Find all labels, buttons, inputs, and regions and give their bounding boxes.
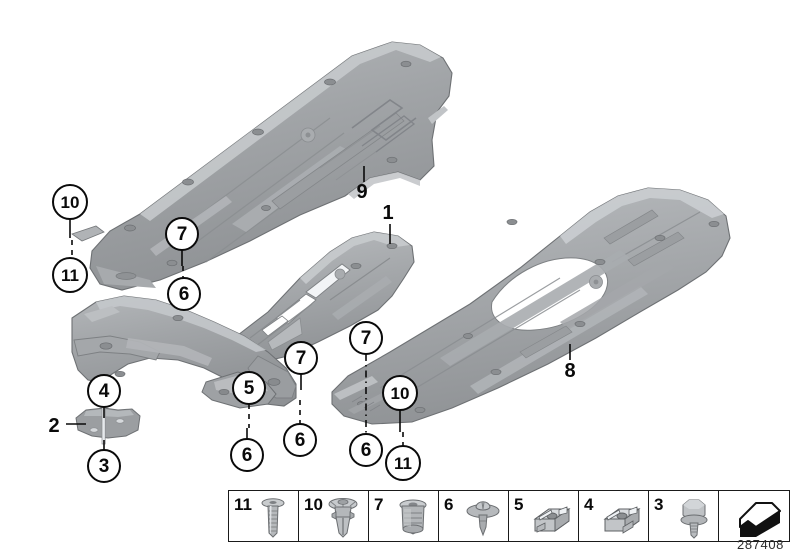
legend-item-arrow[interactable]: [719, 491, 789, 541]
callout-label: 4: [98, 380, 110, 402]
parts-legend-strip: 11 10: [228, 490, 790, 542]
part-9-left-mounting-tab: [71, 225, 105, 242]
callout-5[interactable]: 5: [232, 371, 266, 405]
diagram-image-id: 287408: [737, 537, 784, 552]
legend-item-5[interactable]: 5: [509, 491, 579, 541]
callout-label: 6: [294, 429, 306, 451]
legend-item-3[interactable]: 3: [649, 491, 719, 541]
callout-label: 9: [356, 181, 368, 203]
callout-label: 11: [61, 265, 79, 285]
callout-11-right[interactable]: 11: [385, 445, 421, 481]
callout-7-right[interactable]: 7: [349, 321, 383, 355]
legend-number: 10: [304, 495, 323, 514]
callout-7-mid[interactable]: 7: [284, 341, 318, 375]
legend-number: 7: [374, 495, 384, 514]
hex-flange-bolt-icon: [680, 499, 708, 539]
callout-label: 6: [241, 444, 253, 466]
callout-label: 7: [176, 223, 188, 245]
legend-item-11[interactable]: 11: [229, 491, 299, 541]
callout-label: 6: [178, 283, 190, 305]
callout-10-right[interactable]: 10: [382, 375, 418, 411]
callout-9[interactable]: 9: [356, 182, 367, 202]
callout-label: 10: [60, 192, 80, 212]
callout-6-upper[interactable]: 6: [167, 277, 201, 311]
callout-11-left[interactable]: 11: [52, 257, 88, 293]
callout-label: 6: [360, 439, 372, 461]
callout-label: 7: [360, 327, 372, 349]
legend-number: 6: [444, 495, 454, 514]
callout-label: 7: [295, 347, 307, 369]
expanding-rivet-clip-icon: [328, 498, 358, 538]
spring-nut-clip-icon: [603, 506, 641, 534]
legend-item-4[interactable]: 4: [579, 491, 649, 541]
legend-number: 3: [654, 495, 664, 514]
part-2-reinforcement-plate: [75, 403, 141, 445]
legend-item-7[interactable]: 7: [369, 491, 439, 541]
callout-6-mid-2[interactable]: 6: [283, 423, 317, 457]
callout-7-upper[interactable]: 7: [165, 217, 199, 251]
legend-item-6[interactable]: 6: [439, 491, 509, 541]
legend-number: 4: [584, 495, 594, 514]
callout-label: 3: [98, 455, 110, 477]
legend-item-10[interactable]: 10: [299, 491, 369, 541]
part-8-right-underfloor-panel: [331, 187, 731, 425]
callout-label: 10: [390, 383, 410, 403]
callout-label: 2: [48, 415, 60, 437]
callout-label: 8: [564, 360, 576, 382]
callout-6-mid[interactable]: 6: [230, 438, 264, 472]
callout-4[interactable]: 4: [87, 374, 121, 408]
callout-10-left[interactable]: 10: [52, 184, 88, 220]
callout-2[interactable]: 2: [48, 416, 59, 436]
callout-label: 5: [243, 377, 255, 399]
threaded-insert-nut-icon: [399, 499, 427, 535]
callout-label: 1: [382, 202, 394, 224]
callout-8[interactable]: 8: [564, 361, 575, 381]
spring-nut-clip-icon: [533, 506, 571, 533]
push-pin-clip-icon: [466, 501, 500, 537]
callout-1[interactable]: 1: [382, 203, 393, 223]
legend-number: 5: [514, 495, 524, 514]
arrow-pointer-icon: [739, 502, 781, 537]
callout-3[interactable]: 3: [87, 449, 121, 483]
flat-head-screw-icon: [261, 498, 285, 538]
legend-number: 11: [234, 495, 252, 514]
callout-label: 11: [394, 453, 412, 473]
callout-6-right[interactable]: 6: [349, 433, 383, 467]
